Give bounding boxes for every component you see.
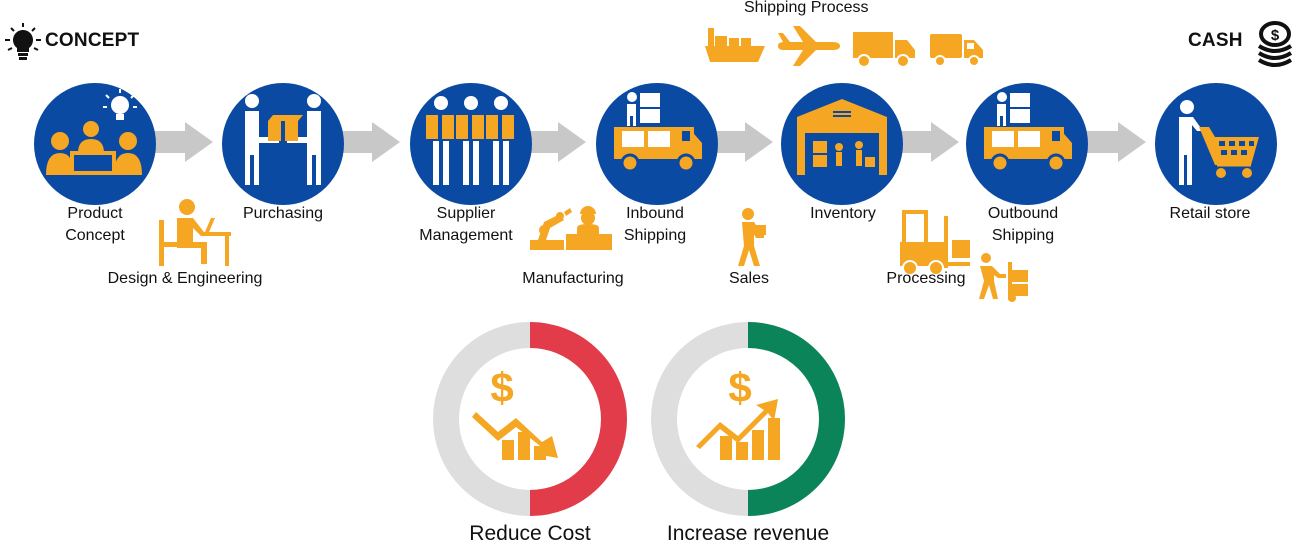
shipping-process-title: Shipping Process xyxy=(744,0,869,16)
coins-icon: $ xyxy=(1252,20,1298,68)
loaded-truck-icon xyxy=(984,92,1072,173)
van-icon xyxy=(930,32,984,68)
cash-label: CASH xyxy=(1188,30,1243,51)
arrow-2 xyxy=(337,122,400,162)
dollar-up-chart-icon: $ xyxy=(692,364,802,464)
arrow-5 xyxy=(896,122,959,162)
robot-arm-worker-icon xyxy=(530,204,612,250)
shopping-cart-icon xyxy=(1179,100,1259,185)
reduce-cost-ring xyxy=(432,321,628,517)
ship-icon xyxy=(703,24,767,66)
truck-icon xyxy=(853,30,915,68)
step-outbound-shipping xyxy=(966,83,1088,205)
step-purchasing xyxy=(222,83,344,205)
svg-text:$: $ xyxy=(490,364,513,411)
label-increase-revenue: Increase revenue xyxy=(666,522,830,545)
arrow-6 xyxy=(1083,122,1146,162)
arrow-3 xyxy=(523,122,586,162)
suppliers-boxes-icon xyxy=(426,96,514,185)
svg-text:$: $ xyxy=(728,364,751,411)
forklift-handtruck-icon xyxy=(898,206,1042,302)
meeting-idea-icon xyxy=(46,89,142,175)
label-processing: Processing xyxy=(886,270,966,287)
step-retail-store xyxy=(1155,83,1277,205)
arrow-1 xyxy=(150,122,213,162)
lightbulb-icon xyxy=(3,22,43,64)
step-inbound-shipping xyxy=(596,83,718,205)
label-retail-store: Retail store xyxy=(1169,205,1251,222)
airplane-icon xyxy=(775,24,841,68)
label-inventory: Inventory xyxy=(810,205,876,222)
warehouse-icon xyxy=(797,99,887,175)
concept-label: CONCEPT xyxy=(45,30,140,51)
label-manufacturing: Manufacturing xyxy=(522,270,624,287)
label-inbound-shipping: Inbound Shipping xyxy=(623,205,687,244)
dollar-down-chart-icon: $ xyxy=(472,364,582,464)
label-outbound-shipping: Outbound Shipping xyxy=(987,205,1059,244)
step-inventory xyxy=(781,83,903,205)
desk-worker-icon xyxy=(157,196,231,268)
handover-box-icon xyxy=(245,94,321,185)
svg-text:$: $ xyxy=(1271,27,1280,44)
label-supplier-management: Supplier Management xyxy=(419,205,513,244)
step-product-concept xyxy=(34,83,156,205)
delivery-person-icon xyxy=(734,207,768,269)
label-reduce-cost: Reduce Cost xyxy=(469,522,591,545)
arrow-4 xyxy=(710,122,773,162)
step-supplier-management xyxy=(410,83,532,205)
label-product-concept: Product Concept xyxy=(65,205,125,244)
loaded-truck-icon xyxy=(614,92,702,173)
label-design-engineering: Design & Engineering xyxy=(107,270,263,287)
label-purchasing: Purchasing xyxy=(242,205,324,222)
label-sales: Sales xyxy=(728,270,770,287)
increase-revenue-ring xyxy=(650,321,846,517)
